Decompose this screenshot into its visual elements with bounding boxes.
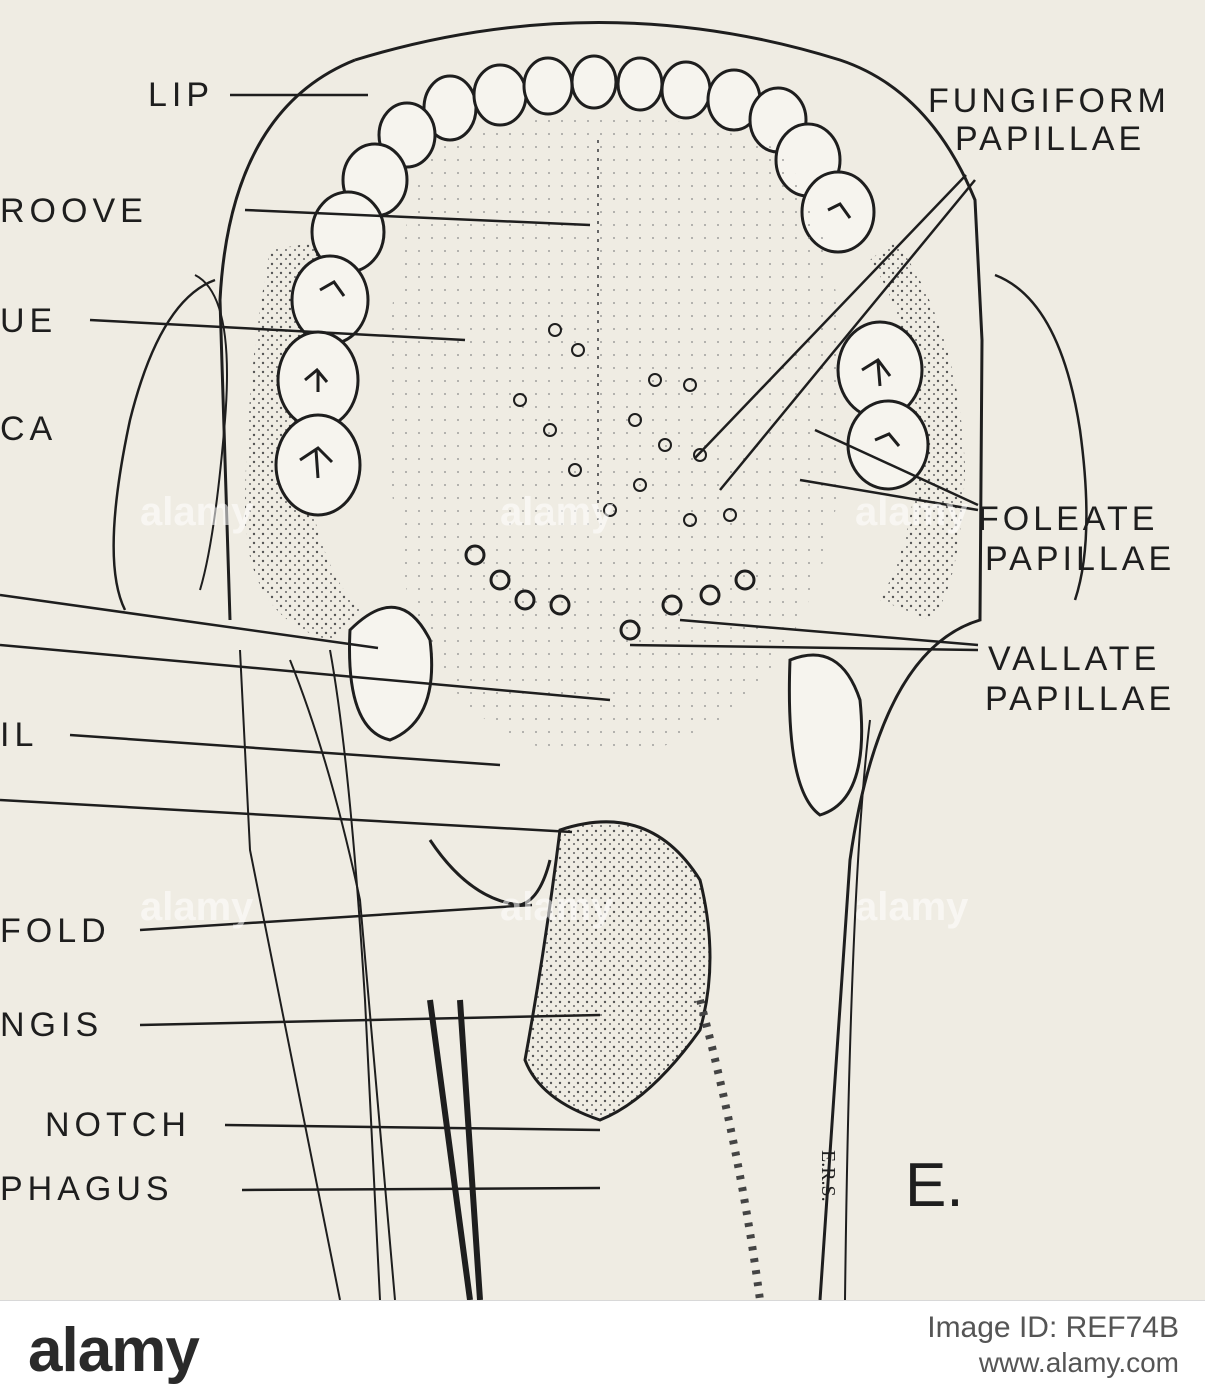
site-url[interactable]: www.alamy.com — [978, 1347, 1179, 1378]
image-id: Image ID: REF74B — [927, 1311, 1179, 1344]
right-cheek — [994, 273, 1088, 601]
label-lip: LIP — [148, 76, 215, 114]
figure-letter: E. — [905, 1151, 964, 1220]
label-tongue: UE — [0, 302, 58, 340]
watermark: alamy — [855, 885, 969, 929]
label-ngis: NGIS — [0, 1006, 104, 1044]
vallate-papillae — [464, 544, 756, 641]
pharynx-wall-1 — [239, 649, 341, 1300]
left-cheek-inner — [194, 274, 228, 591]
watermark: alamy — [855, 490, 969, 534]
left-tonsil — [348, 605, 434, 742]
head-outline-right — [354, 21, 984, 1300]
anatomical-figure: LIP ROOVE UE CA IL FOLD NGIS NOTCH PHAGU… — [0, 0, 1205, 1300]
watermark: alamy — [500, 490, 614, 534]
label-buccal: CA — [0, 410, 58, 448]
label-groove: ROOVE — [0, 192, 148, 230]
right-tonsil — [787, 653, 864, 817]
head-outline-left — [218, 58, 356, 621]
stock-footer: alamy Image ID: REF74B www.alamy.com — [0, 1300, 1205, 1391]
label-notch: NOTCH — [45, 1106, 191, 1144]
brand-logo[interactable]: alamy — [28, 1316, 200, 1385]
left-vestibule — [245, 240, 360, 640]
label-esophagus: PHAGUS — [0, 1170, 174, 1208]
label-fungiform-2: PAPILLAE — [955, 120, 1146, 158]
tooth-cusps — [299, 202, 901, 479]
left-cheek — [112, 278, 216, 611]
watermark: alamy — [140, 885, 254, 929]
leader-lines — [0, 93, 979, 1192]
label-vallate-1: VALLATE — [988, 640, 1161, 678]
aryepiglottic-fold — [428, 839, 552, 907]
label-vallate-2: PAPILLAE — [985, 680, 1176, 718]
pharynx-wall-3 — [329, 649, 381, 1300]
tongue — [387, 115, 844, 756]
label-foleate-1: FOLEATE — [978, 500, 1159, 538]
label-fold: FOLD — [0, 912, 111, 950]
epiglottis — [523, 820, 712, 1122]
esophagus-shading-right — [696, 998, 764, 1300]
label-tonsil: IL — [0, 716, 39, 754]
pharynx-wall-right — [844, 719, 871, 1300]
fungiform-papillae — [513, 323, 737, 527]
watermark: alamy — [140, 490, 254, 534]
label-foleate-2: PAPILLAE — [985, 540, 1176, 578]
label-fungiform-1: FUNGIFORM — [928, 82, 1170, 120]
esophagus-shading — [427, 999, 483, 1300]
watermark: alamy — [500, 885, 614, 929]
mouth-drawing — [0, 21, 1088, 1300]
